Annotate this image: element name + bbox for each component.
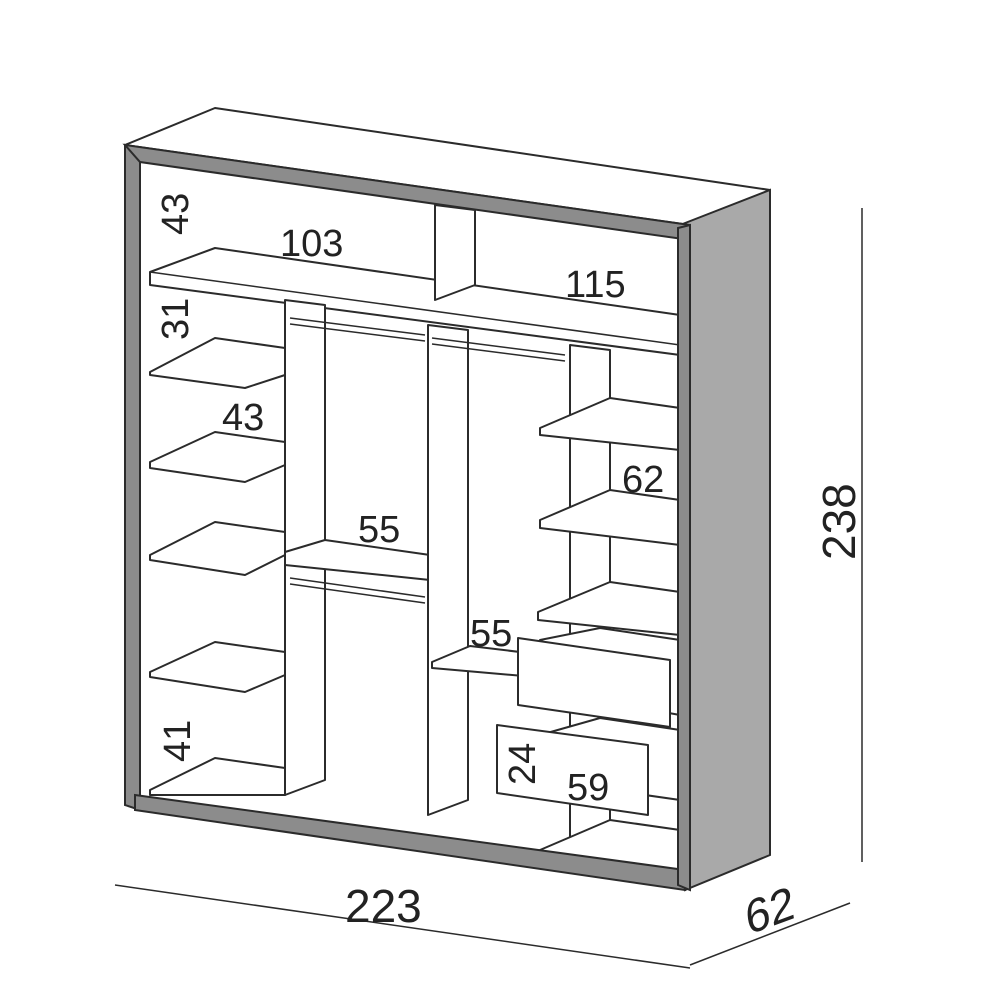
hanging-rail-lower xyxy=(289,577,426,604)
middle-divider xyxy=(427,324,469,816)
label-width: 223 xyxy=(345,880,422,932)
label-height: 238 xyxy=(813,483,865,560)
label-right-shelf-spacing: 62 xyxy=(622,459,664,501)
depth-dimension-line xyxy=(689,902,851,966)
hanging-rail-upper-right xyxy=(431,337,566,362)
label-left-shelf-spacing: 31 xyxy=(155,298,197,340)
label-center-right-width: 55 xyxy=(470,613,512,655)
right-side-panel xyxy=(678,188,771,892)
label-drawer-width: 59 xyxy=(567,767,609,809)
drawer-lower-front xyxy=(496,724,649,816)
frame-right xyxy=(677,223,691,892)
label-top-left-width: 103 xyxy=(280,223,343,265)
drawer-upper-front xyxy=(517,637,671,728)
label-center-hanging-width: 55 xyxy=(358,509,400,551)
width-dimension-line xyxy=(114,884,691,969)
top-divider xyxy=(434,204,476,301)
label-top-right-width: 115 xyxy=(565,264,626,306)
label-drawer-height: 24 xyxy=(502,743,544,785)
label-left-bottom-height: 41 xyxy=(157,720,199,762)
label-depth: 62 xyxy=(742,875,797,945)
frame-bottom xyxy=(134,793,686,892)
hanging-rail-upper-left xyxy=(289,317,426,342)
label-top-left-height: 43 xyxy=(155,193,197,235)
label-left-shelf-depth: 43 xyxy=(222,397,264,439)
frame-left xyxy=(124,143,141,812)
